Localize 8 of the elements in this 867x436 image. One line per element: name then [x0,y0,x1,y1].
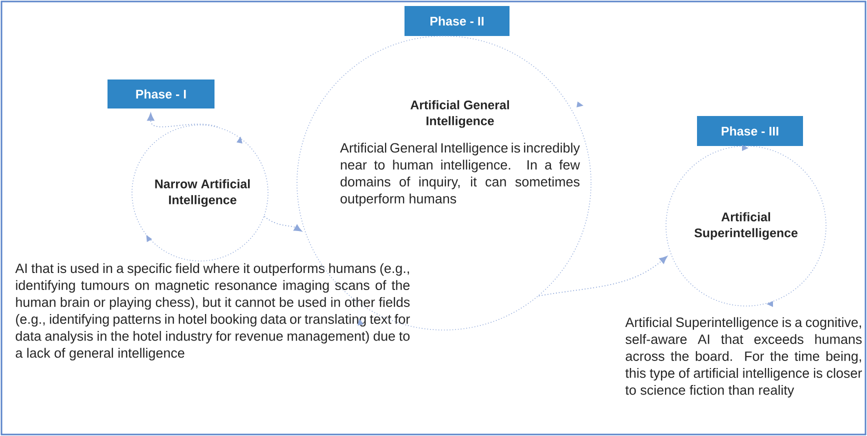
description-text: Artificial Superintelligence is a cognitive, self-aware AI that exceeds humans across the board. For the time being, this type of artificial intelligence is closer to science fiction than reality [625,317,862,398]
description-text: AI that is used in a specific field where it outperforms humans (e.g., identifying tumours on magnetic resonance imaging scans of the human brain or playing chess), but it cannot be used in other fields (e.g., identifying patterns in hotel booking data or translating text for data analysis in the hotel industry for revenue management) due to a lack of general intelligence [15,263,410,360]
phase-box: Phase - I [108,80,214,108]
phase-box: Phase - III [697,116,803,146]
arrow [147,112,218,128]
arrow [538,256,668,296]
phase-box: Phase - II [404,6,510,36]
arrow [264,216,302,232]
